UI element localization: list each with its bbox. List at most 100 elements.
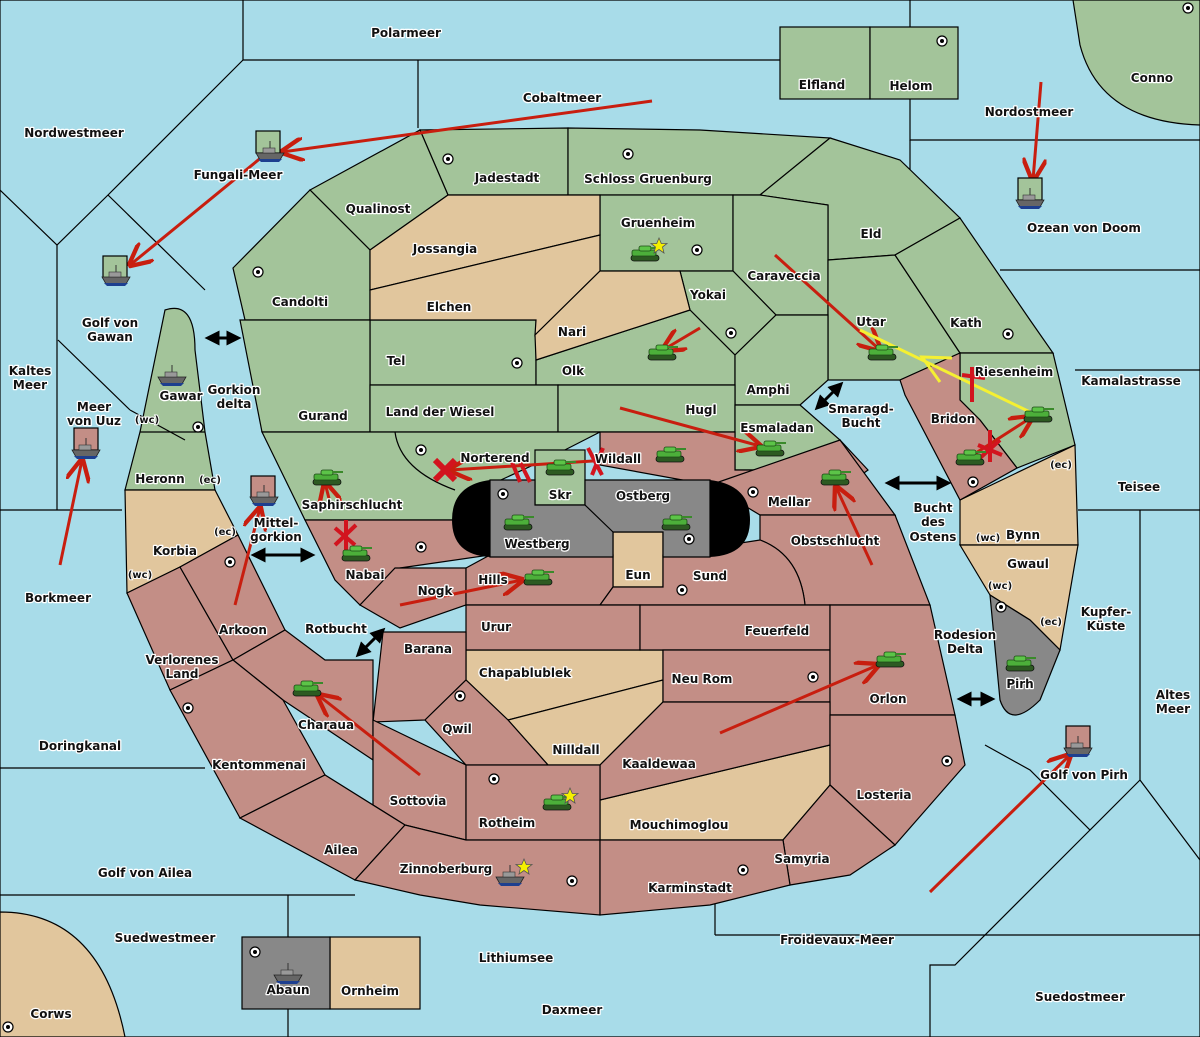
- supply-center-icon: [249, 946, 261, 958]
- label-obstschlucht: Obstschlucht: [791, 534, 880, 548]
- label-smaragd-bucht: Smaragd-: [828, 402, 893, 416]
- x-icon: [432, 457, 458, 483]
- label-helom: Helom: [889, 79, 932, 93]
- supply-center-icon: [683, 533, 695, 545]
- region-nogk[interactable]: [359, 567, 467, 629]
- label-elfland: Elfland: [799, 78, 845, 92]
- label-skr: Skr: [549, 488, 572, 502]
- label-jadestadt: Jadestadt: [474, 171, 540, 185]
- svg-text:delta: delta: [217, 397, 252, 411]
- label-candolti: Candolti: [272, 295, 328, 309]
- region-qwil[interactable]: [424, 679, 550, 766]
- region-nari[interactable]: [534, 270, 691, 361]
- label-heronn: Heronn: [135, 472, 184, 486]
- supply-center-icon: [415, 444, 427, 456]
- label-neu-rom: Neu Rom: [672, 672, 733, 686]
- label-suedwestmeer: Suedwestmeer: [115, 931, 216, 945]
- label-daxmeer: Daxmeer: [542, 1003, 603, 1017]
- x-icon: [961, 367, 986, 402]
- region-skr[interactable]: [534, 449, 586, 506]
- svg-text:Küste: Küste: [1087, 619, 1126, 633]
- label-eun: Eun: [625, 568, 650, 582]
- coast-label: (wc): [135, 415, 159, 426]
- region-rotheim[interactable]: [465, 764, 601, 841]
- move-arrow: [619, 406, 760, 446]
- label-karminstadt: Karminstadt: [648, 881, 732, 895]
- svg-text:Meer: Meer: [1156, 702, 1190, 716]
- label-land-der-wiesel: Land der Wiesel: [386, 405, 495, 419]
- coast-label: (ec): [1040, 617, 1062, 628]
- region-tel[interactable]: [369, 319, 537, 386]
- double-arrow-icon: [355, 627, 386, 658]
- label-cobaltmeer: Cobaltmeer: [523, 91, 601, 105]
- region-karminstadt[interactable]: [599, 839, 791, 916]
- supply-center-icon: [995, 601, 1007, 613]
- region-losteria[interactable]: [829, 714, 966, 846]
- supply-center-icon: [454, 690, 466, 702]
- move-arrow: [773, 253, 880, 350]
- order-arrows: [58, 81, 1070, 894]
- supply-center-icon: [622, 148, 634, 160]
- label-rotheim: Rotheim: [479, 816, 536, 830]
- label-urur: Urur: [481, 620, 511, 634]
- label-teisee: Teisee: [1118, 480, 1160, 494]
- supply-center-icon: [691, 244, 703, 256]
- supply-center-icon: [676, 584, 688, 596]
- label-hills: Hills: [478, 573, 508, 587]
- label-jossangia: Jossangia: [412, 242, 477, 256]
- region-wiesel[interactable]: [369, 384, 559, 433]
- label-kath: Kath: [950, 316, 982, 330]
- label-sottovia: Sottovia: [390, 794, 447, 808]
- supply-center-icon: [566, 875, 578, 887]
- fleet-units: [71, 130, 1093, 985]
- region-kath[interactable]: [894, 217, 1055, 354]
- x-icon: [586, 447, 605, 476]
- label-abaun: Abaun: [266, 983, 309, 997]
- label-kupfer-kueste: Kupfer-: [1081, 605, 1131, 619]
- green-territories: [124, 0, 1200, 521]
- region-labels: Polarmeer Cobaltmeer Nordwestmeer Fungal…: [7, 25, 1191, 1023]
- label-golf-von-ailea: Golf von Ailea: [98, 866, 192, 880]
- svg-text:Land: Land: [166, 667, 199, 681]
- supply-center-icon: [941, 755, 953, 767]
- label-polarmeer: Polarmeer: [371, 26, 441, 40]
- move-arrow: [282, 99, 653, 152]
- label-schloss-gruenburg: Schloss Gruenburg: [584, 172, 712, 186]
- label-caraveccia: Caraveccia: [747, 269, 820, 283]
- label-feuerfeld: Feuerfeld: [745, 624, 810, 638]
- region-kentommenai[interactable]: [169, 659, 326, 819]
- coast-label: (wc): [128, 570, 152, 581]
- support-line: [859, 328, 1031, 414]
- move-arrow: [719, 665, 878, 735]
- label-conno: Conno: [1131, 71, 1173, 85]
- move-arrow: [130, 150, 269, 265]
- label-gurand: Gurand: [298, 409, 348, 423]
- svg-text:Ostens: Ostens: [910, 530, 957, 544]
- svg-text:von Uuz: von Uuz: [67, 414, 121, 428]
- label-kamalastrasse: Kamalastrasse: [1081, 374, 1181, 388]
- x-icon: [333, 520, 358, 550]
- region-conno[interactable]: [1072, 0, 1200, 126]
- region-elfland[interactable]: [779, 26, 871, 100]
- neutral-territories: [0, 194, 1079, 1037]
- region-gruenheim[interactable]: [599, 194, 734, 272]
- svg-text:des: des: [921, 515, 945, 529]
- region-ornheim[interactable]: [329, 936, 421, 1010]
- x-icon: [510, 461, 532, 483]
- region-pirh[interactable]: [989, 593, 1061, 716]
- move-arrow: [318, 695, 421, 777]
- label-mouchimoglou: Mouchimoglou: [630, 818, 729, 832]
- region-sund[interactable]: [598, 539, 806, 606]
- supply-center-icon: [497, 488, 509, 500]
- red-territories: [126, 352, 1018, 916]
- region-corws[interactable]: [0, 911, 126, 1037]
- svg-text:Meer: Meer: [13, 378, 47, 392]
- label-meer-von-uuz: Meer: [77, 400, 111, 414]
- region-westberg-ostberg[interactable]: [489, 479, 711, 558]
- label-nordwestmeer: Nordwestmeer: [24, 126, 124, 140]
- label-elchen: Elchen: [427, 300, 472, 314]
- label-lithiumsee: Lithiumsee: [479, 951, 554, 965]
- label-riesenheim: Riesenheim: [975, 365, 1054, 379]
- move-arrow: [58, 460, 82, 566]
